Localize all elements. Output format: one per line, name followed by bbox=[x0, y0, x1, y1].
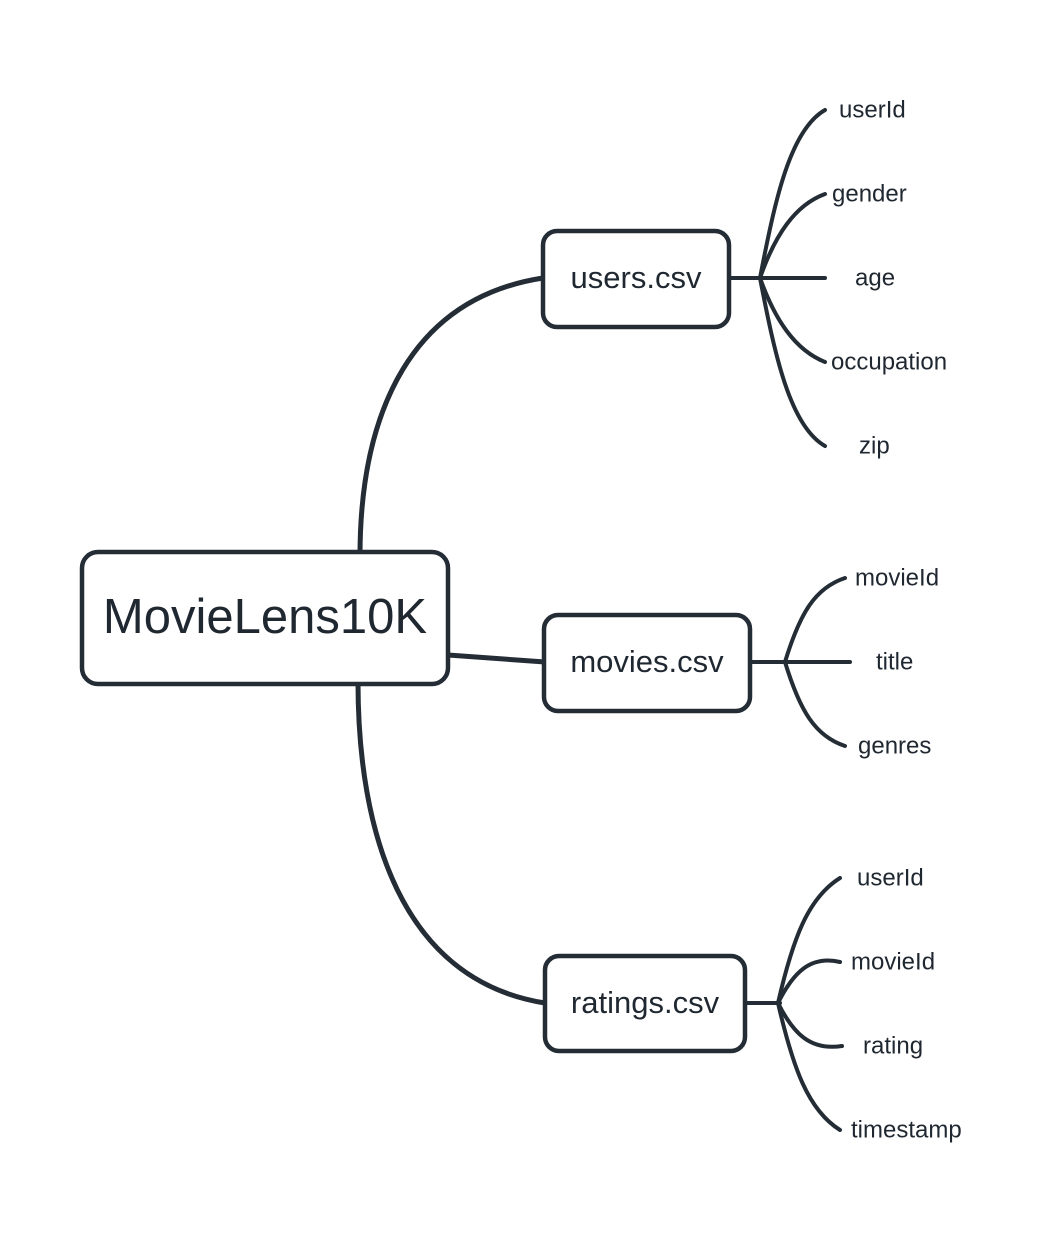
leaf-users-age: age bbox=[855, 264, 895, 291]
leaf-users-occupation: occupation bbox=[831, 348, 947, 375]
leaf-users-userid: userId bbox=[839, 96, 906, 123]
root-node: MovieLens10K bbox=[79, 549, 451, 687]
edge-users-zip bbox=[758, 276, 827, 448]
edge-movies-genres bbox=[783, 660, 847, 748]
node-movies-label: movies.csv bbox=[570, 644, 724, 679]
edge-root-to-movies bbox=[445, 652, 548, 665]
branch-users: users.csv userId gender age occupation z… bbox=[540, 96, 947, 459]
leaf-movies-movieid: movieId bbox=[855, 564, 939, 591]
leaf-users-zip: zip bbox=[859, 432, 890, 459]
leaf-ratings-timestamp: timestamp bbox=[851, 1116, 962, 1143]
edge-ratings-rating bbox=[776, 1001, 844, 1049]
edge-users-userid bbox=[758, 108, 827, 280]
edge-users-occupation bbox=[758, 276, 827, 364]
edge-users-gender bbox=[758, 192, 827, 280]
edge-root-to-users bbox=[357, 275, 546, 559]
edge-movies-movieid bbox=[783, 576, 847, 664]
branch-ratings: ratings.csv userId movieId rating timest… bbox=[542, 864, 962, 1143]
edge-ratings-movieid bbox=[776, 958, 842, 1005]
node-users-label: users.csv bbox=[571, 260, 702, 295]
node-users-box[interactable] bbox=[540, 228, 732, 330]
leaf-ratings-rating: rating bbox=[863, 1032, 923, 1059]
leaf-movies-genres: genres bbox=[858, 732, 931, 759]
node-ratings-box[interactable] bbox=[542, 953, 748, 1054]
branch-movies: movies.csv movieId title genres bbox=[541, 564, 939, 759]
node-root-label: MovieLens10K bbox=[103, 590, 427, 644]
edge-ratings-userid bbox=[776, 876, 842, 1005]
leaf-users-gender: gender bbox=[832, 180, 907, 207]
leaf-movies-title: title bbox=[876, 648, 913, 675]
root-edges bbox=[355, 275, 548, 1006]
node-ratings-label: ratings.csv bbox=[571, 985, 720, 1020]
edge-root-to-ratings bbox=[355, 679, 548, 1006]
leaf-ratings-movieid: movieId bbox=[851, 948, 935, 975]
leaf-ratings-userid: userId bbox=[857, 864, 924, 891]
node-root-box[interactable] bbox=[79, 549, 451, 687]
node-movies-box[interactable] bbox=[541, 612, 753, 714]
edge-ratings-timestamp bbox=[776, 1001, 842, 1132]
